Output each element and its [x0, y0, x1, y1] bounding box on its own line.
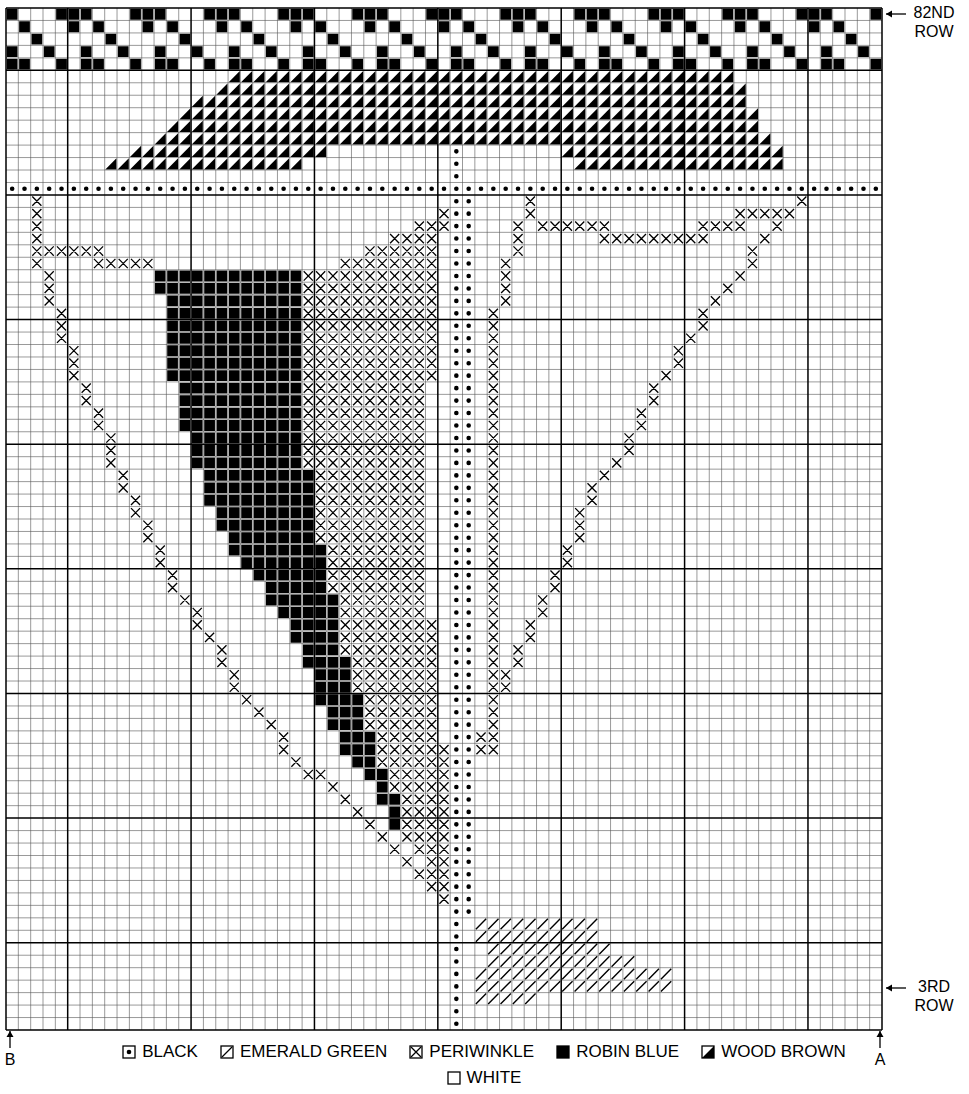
legend-text: WOOD BROWN — [721, 1042, 846, 1062]
legend-text: BLACK — [142, 1042, 198, 1062]
edge-label: B — [0, 1050, 20, 1069]
legend-item: PERIWINKLE — [409, 1042, 534, 1062]
row-label: 82ND ROW — [904, 3, 964, 41]
legend-text: ROBIN BLUE — [576, 1042, 679, 1062]
symbol-dot — [127, 1050, 132, 1055]
legend-item: WOOD BROWN — [701, 1042, 846, 1062]
legend-symbol — [220, 1045, 234, 1059]
legend-symbol — [447, 1071, 461, 1085]
legend-item: ROBIN BLUE — [556, 1042, 679, 1062]
legend: BLACK EMERALD GREEN PERIWINKLE ROBIN BLUE WO… — [84, 1042, 884, 1088]
legend-symbol — [701, 1045, 715, 1059]
legend-text: WHITE — [467, 1068, 522, 1088]
row-arrow-head — [886, 11, 892, 18]
half-stitches — [105, 71, 782, 170]
legend-symbol — [556, 1045, 570, 1059]
symbol-frame — [557, 1046, 569, 1058]
edge-label: A — [870, 1050, 890, 1069]
legend-item: EMERALD GREEN — [220, 1042, 387, 1062]
legend-text: PERIWINKLE — [429, 1042, 534, 1062]
major-grid — [6, 8, 882, 1030]
legend-symbol — [409, 1045, 423, 1059]
minor-grid — [6, 8, 882, 1030]
row-arrow-head — [886, 985, 892, 992]
legend-symbol — [122, 1045, 136, 1059]
legend-item: WHITE — [447, 1068, 522, 1088]
legend-text: EMERALD GREEN — [240, 1042, 387, 1062]
symbol-frame — [410, 1046, 422, 1058]
symbol-fill — [557, 1046, 569, 1058]
symbol-half — [702, 1046, 714, 1058]
row-label: 3RD ROW — [904, 977, 964, 1015]
symbol-frame — [702, 1046, 714, 1058]
slash-stitches — [476, 919, 671, 1004]
symbol-frame — [123, 1046, 135, 1058]
edge-arrow-head — [877, 1031, 884, 1037]
dot-stitches — [10, 149, 878, 1026]
symbol-frame — [221, 1046, 233, 1058]
edge-arrow-head — [7, 1031, 14, 1037]
symbol-frame — [448, 1072, 460, 1084]
solid-stitches — [7, 9, 881, 830]
cross-stitches — [32, 197, 806, 904]
symbol-cross — [411, 1047, 421, 1057]
symbol-slash — [222, 1047, 232, 1057]
legend-item: BLACK — [122, 1042, 198, 1062]
